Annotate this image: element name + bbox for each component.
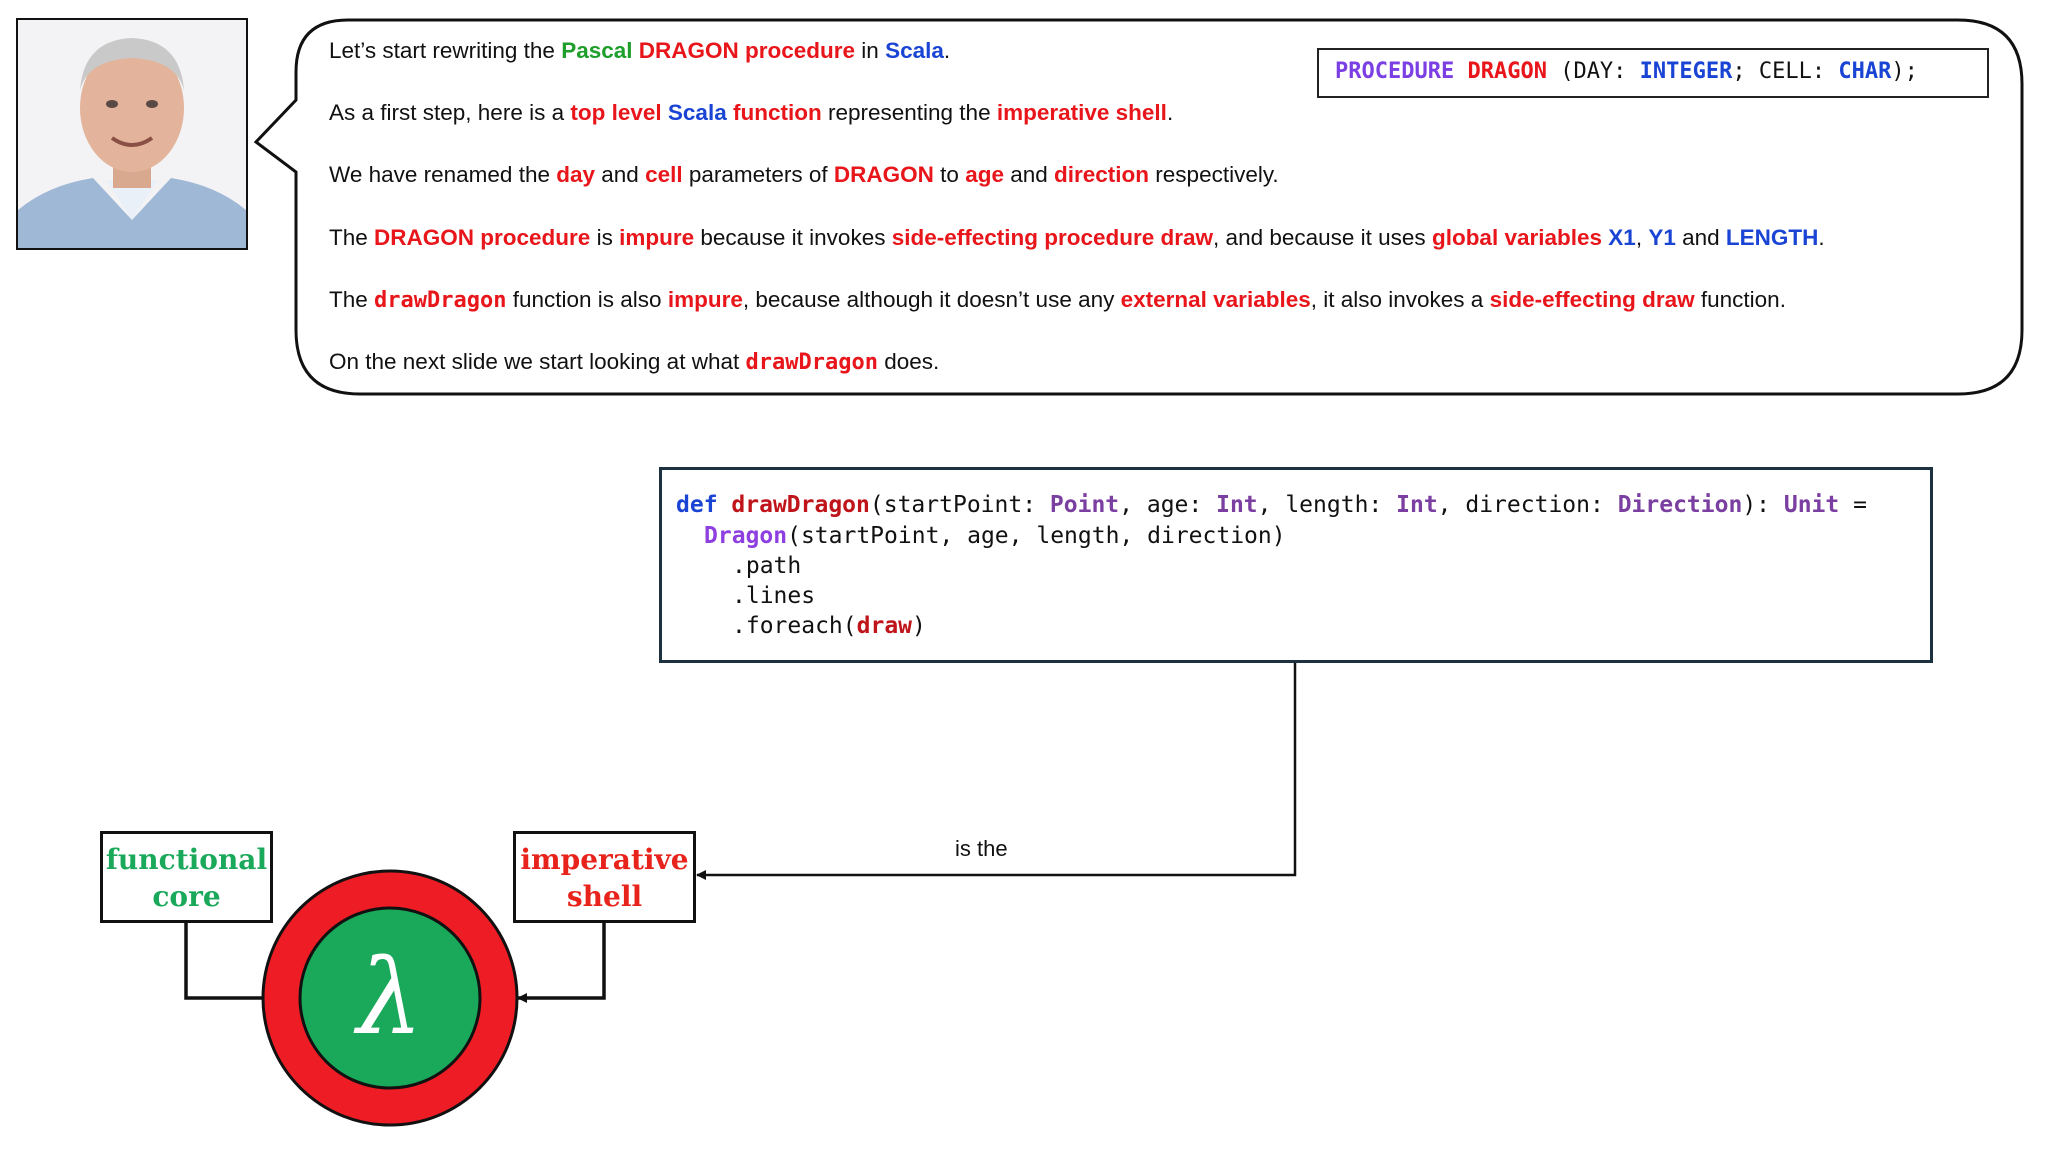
imperative-shell-label: imperative shell — [513, 831, 696, 923]
code-line-3: .path — [732, 553, 802, 579]
presenter-portrait — [16, 18, 248, 250]
core-label-line-2: core — [152, 880, 221, 913]
connector-line — [696, 663, 1297, 880]
functional-core-circle — [298, 906, 482, 1090]
scala-code-block: def drawDragon(startPoint: Point, age: I… — [659, 467, 1933, 663]
bubble-line-2: As a first step, here is a top level Sca… — [329, 100, 1174, 125]
bubble-line-3: We have renamed the day and cell paramet… — [329, 162, 1279, 187]
bubble-line-1: Let’s start rewriting the Pascal DRAGON … — [329, 38, 951, 63]
code-line-1: def drawDragon(startPoint: Point, age: I… — [676, 492, 1867, 518]
functional-core-label: functional core — [100, 831, 273, 923]
code-line-4: .lines — [732, 583, 816, 609]
presenter-photo — [18, 20, 246, 248]
bubble-line-4: The DRAGON procedure is impure because i… — [329, 225, 1825, 250]
bubble-line-5: The drawDragon function is also impure, … — [329, 287, 1786, 313]
bubble-line-6: On the next slide we start looking at wh… — [329, 349, 940, 375]
code-line-2: Dragon(startPoint, age, length, directio… — [704, 523, 1286, 549]
shell-label-line-1: imperative — [520, 843, 689, 876]
lambda-symbol: λ — [353, 936, 423, 1058]
connector-label: is the — [955, 836, 1008, 861]
code-line-5: .foreach(draw) — [732, 613, 926, 639]
shell-label-line-2: shell — [566, 880, 643, 913]
pascal-procedure-header: PROCEDURE DRAGON (DAY: INTEGER; CELL: CH… — [1317, 48, 1989, 98]
speech-bubble — [253, 18, 2024, 396]
core-label-line-1: functional — [105, 843, 268, 876]
shell-arrow — [517, 923, 606, 1003]
